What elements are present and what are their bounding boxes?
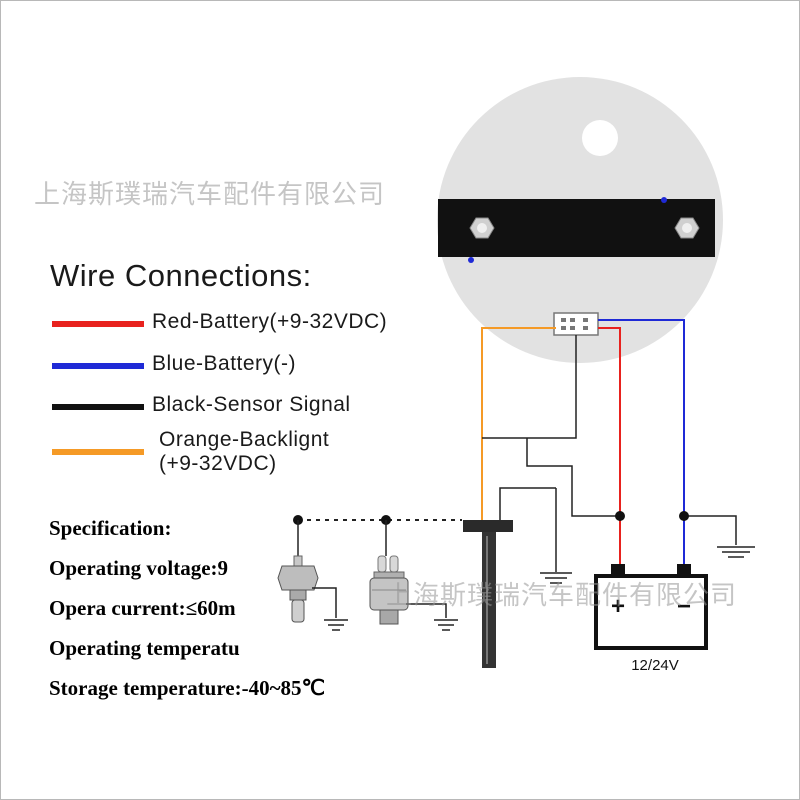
connector-pin (561, 326, 566, 330)
connector-pin (583, 318, 588, 322)
connector-plug (553, 312, 599, 336)
wire-orange (481, 327, 556, 522)
spec-operating-voltage: Operating voltage:9 (49, 556, 229, 580)
watermark-bottom: 上海斯璞瑞汽车配件有限公司 (386, 581, 738, 611)
spec-storage-temperature: Storage temperature:-40~85℃ (49, 676, 326, 700)
wire-blue (598, 319, 685, 568)
bracket-dot-blue-top (661, 197, 667, 203)
temperature-sender (277, 555, 348, 631)
legend-swatch-black (52, 404, 144, 410)
probe-sensor-flange (463, 520, 513, 532)
legend-label-orange: Orange-Backlignt (159, 428, 330, 451)
legend-swatch-blue (52, 363, 144, 369)
wire-black-group (482, 335, 737, 572)
junction-red (615, 511, 625, 521)
legend-label-orange-voltage: (+9-32VDC) (159, 452, 277, 475)
battery-terminal-minus (677, 564, 691, 576)
bracket-nut-right-center (682, 223, 692, 233)
watermark-top: 上海斯璞瑞汽车配件有限公司 (34, 180, 386, 210)
wire-red (598, 327, 621, 568)
connector-pin (570, 326, 575, 330)
bracket-nut-left-center (477, 223, 487, 233)
battery-plus-sign: + (611, 593, 625, 620)
spec-operating-temperature: Operating temperatu (49, 636, 240, 660)
connector-pin (570, 318, 575, 322)
spec-heading: Specification: (49, 516, 172, 540)
bracket-dot-blue (468, 257, 474, 263)
wire-connections-title: Wire Connections: (50, 258, 312, 293)
battery-minus-sign: − (677, 593, 691, 620)
legend-label-blue: Blue-Battery(-) (152, 352, 297, 375)
connector-pin (561, 318, 566, 322)
legend-swatch-red (52, 321, 144, 327)
junction-blue (679, 511, 689, 521)
ground-symbol-probe (540, 572, 572, 584)
pressure-sender (369, 555, 458, 631)
spec-operating-current: Opera current:≤60m (49, 596, 236, 620)
legend-label-red: Red-Battery(+9-32VDC) (152, 310, 388, 333)
probe-sensor-rod (482, 532, 496, 668)
gauge-hole (582, 120, 618, 156)
connector-pin (583, 326, 588, 330)
battery-terminal-plus (611, 564, 625, 576)
legend-label-black: Black-Sensor Signal (152, 393, 351, 416)
ground-symbol-battery (717, 546, 755, 558)
battery-voltage-label: 12/24V (631, 657, 679, 674)
legend-swatch-orange (52, 449, 144, 455)
battery-body (594, 574, 708, 650)
